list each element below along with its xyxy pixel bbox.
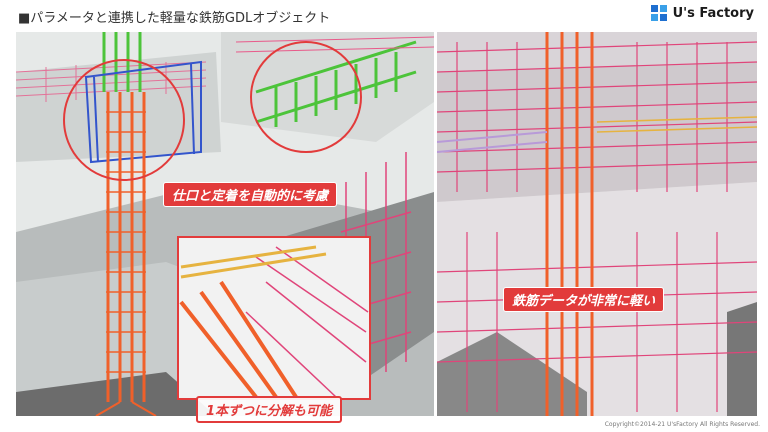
slab-rebar-render (437, 32, 757, 416)
column-rebar-image (16, 32, 434, 416)
slide-title: ■パラメータと連携した軽量な鉄筋GDLオブジェクト (18, 11, 331, 26)
callout-light-data: 鉄筋データが非常に軽い (503, 287, 665, 312)
callout-explode: 1本ずつに分解も可能 (196, 396, 343, 423)
copyright-text: Copyright©2014-21 U'sFactory All Rights … (604, 421, 760, 428)
logo-text: U's Factory (672, 5, 754, 21)
column-rebar-render (16, 32, 434, 416)
slab-rebar-image (437, 32, 757, 416)
uf-logo-icon (650, 5, 667, 21)
callout-auto-opening: 仕口と定着を自動的に考慮 (163, 182, 338, 207)
company-logo: U's Factory (650, 4, 754, 22)
